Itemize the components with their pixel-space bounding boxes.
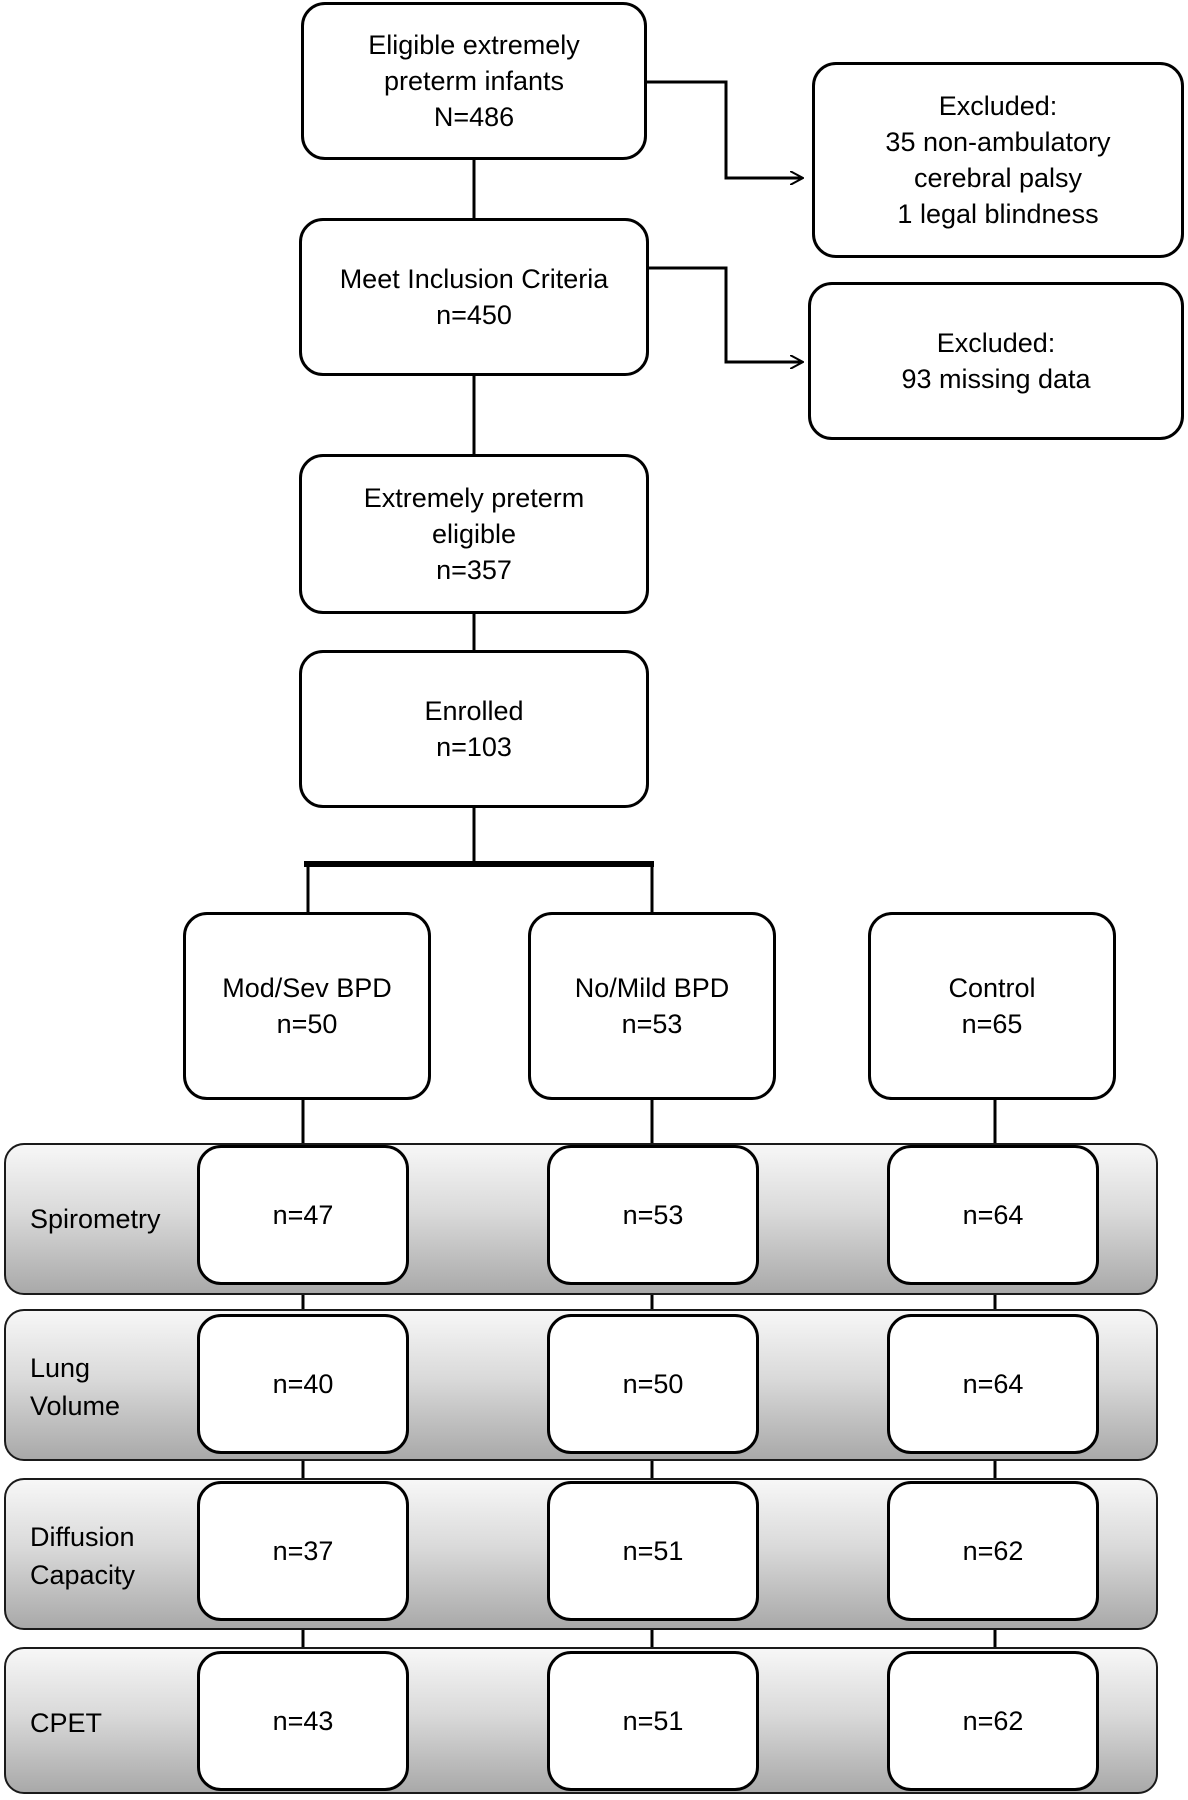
excluded-reason: 1 legal blindness [897, 199, 1099, 229]
eligible-box: Eligible extremely preterm infants N=486 [301, 2, 647, 160]
inclusion-box: Meet Inclusion Criteria n=450 [299, 218, 649, 376]
value-count: n=64 [962, 1200, 1024, 1230]
value-box-cpet-no-mild: n=51 [547, 1651, 759, 1791]
value-count: n=47 [272, 1200, 334, 1230]
excluded-reason: 93 missing data [901, 364, 1091, 394]
enrolled-title: Enrolled [424, 696, 524, 726]
excluded-reason: cerebral palsy [913, 163, 1083, 193]
value-box-lung-volume-control: n=64 [887, 1314, 1099, 1454]
value-box-spirometry-control: n=64 [887, 1145, 1099, 1285]
arrow-to-excluded-2 [645, 266, 802, 362]
extremely-eligible-line1: Extremely preterm [363, 483, 585, 513]
enrolled-box: Enrolled n=103 [299, 650, 649, 808]
excluded-title: Excluded: [938, 91, 1058, 121]
value-box-cpet-control: n=62 [887, 1651, 1099, 1791]
excluded-box-1: Excluded: 35 non-ambulatory cerebral pal… [812, 62, 1184, 258]
inclusion-title: Meet Inclusion Criteria [339, 264, 609, 294]
value-count: n=51 [622, 1706, 684, 1736]
eligible-count: N=486 [433, 102, 515, 132]
test-label: Lung Volume [30, 1353, 121, 1421]
value-box-diffusion-control: n=62 [887, 1481, 1099, 1621]
group-name: Control [948, 973, 1036, 1003]
value-box-diffusion-no-mild: n=51 [547, 1481, 759, 1621]
enrolled-count: n=103 [436, 732, 512, 762]
value-count: n=64 [962, 1369, 1024, 1399]
value-count: n=53 [622, 1200, 684, 1230]
group-box-control: Control n=65 [868, 912, 1116, 1100]
group-count: n=50 [276, 1009, 338, 1039]
value-count: n=62 [962, 1536, 1024, 1566]
value-box-spirometry-mod-sev: n=47 [197, 1145, 409, 1285]
value-box-diffusion-mod-sev: n=37 [197, 1481, 409, 1621]
test-label: Spirometry [30, 1204, 161, 1234]
value-box-lung-volume-mod-sev: n=40 [197, 1314, 409, 1454]
test-label: CPET [30, 1708, 103, 1738]
extremely-eligible-line2: eligible [431, 519, 517, 549]
eligible-line2: preterm infants [383, 66, 565, 96]
group-box-mod-sev-bpd: Mod/Sev BPD n=50 [183, 912, 431, 1100]
value-box-lung-volume-no-mild: n=50 [547, 1314, 759, 1454]
group-name: No/Mild BPD [574, 973, 730, 1003]
value-count: n=50 [622, 1369, 684, 1399]
group-count: n=65 [961, 1009, 1023, 1039]
value-count: n=62 [962, 1706, 1024, 1736]
value-box-cpet-mod-sev: n=43 [197, 1651, 409, 1791]
value-count: n=43 [272, 1706, 334, 1736]
value-box-spirometry-no-mild: n=53 [547, 1145, 759, 1285]
test-label: Diffusion Capacity [30, 1522, 136, 1590]
extremely-eligible-box: Extremely preterm eligible n=357 [299, 454, 649, 614]
excluded-reason: 35 non-ambulatory [885, 127, 1111, 157]
eligible-line1: Eligible extremely [368, 30, 580, 60]
value-count: n=51 [622, 1536, 684, 1566]
excluded-box-2: Excluded: 93 missing data [808, 282, 1184, 440]
group-name: Mod/Sev BPD [222, 973, 392, 1003]
group-count: n=53 [621, 1009, 683, 1039]
excluded-title: Excluded: [936, 328, 1056, 358]
extremely-eligible-count: n=357 [436, 555, 512, 585]
group-box-no-mild-bpd: No/Mild BPD n=53 [528, 912, 776, 1100]
inclusion-count: n=450 [436, 300, 512, 330]
arrow-to-excluded-1 [645, 80, 802, 178]
value-count: n=37 [272, 1536, 334, 1566]
value-count: n=40 [272, 1369, 334, 1399]
